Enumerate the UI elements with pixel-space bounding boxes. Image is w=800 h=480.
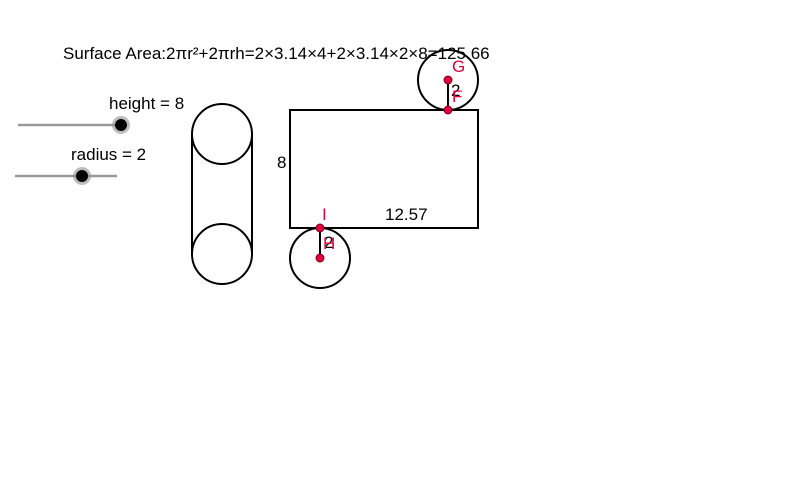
point-I-label: I (322, 205, 327, 224)
bottom-radius-label: 2 (324, 233, 333, 252)
radius-slider-label: radius = 2 (71, 145, 146, 164)
net-height-label: 8 (277, 153, 286, 172)
net-rectangle (289, 109, 479, 229)
point-H[interactable]: H (315, 234, 335, 263)
top-radius-label: 2 (451, 81, 460, 100)
height-slider-knob[interactable] (112, 116, 130, 134)
point-G-label: G (452, 57, 465, 76)
net-width-label: 12.57 (385, 205, 428, 224)
point-F[interactable]: F (443, 87, 462, 115)
point-H-label: H (323, 234, 335, 253)
cylinder-top-circle (191, 103, 253, 165)
surface-area-formula: Surface Area:2πr²+2πrh=2×3.14×4+2×3.14×2… (63, 44, 490, 63)
cylinder-shape (191, 103, 253, 285)
radius-slider-knob[interactable] (73, 167, 91, 185)
point-F-label: F (452, 87, 462, 106)
point-I[interactable]: I (315, 205, 327, 233)
point-G[interactable]: G (443, 57, 465, 85)
height-slider-label: height = 8 (109, 94, 184, 113)
cylinder-bottom-circle (191, 223, 253, 285)
